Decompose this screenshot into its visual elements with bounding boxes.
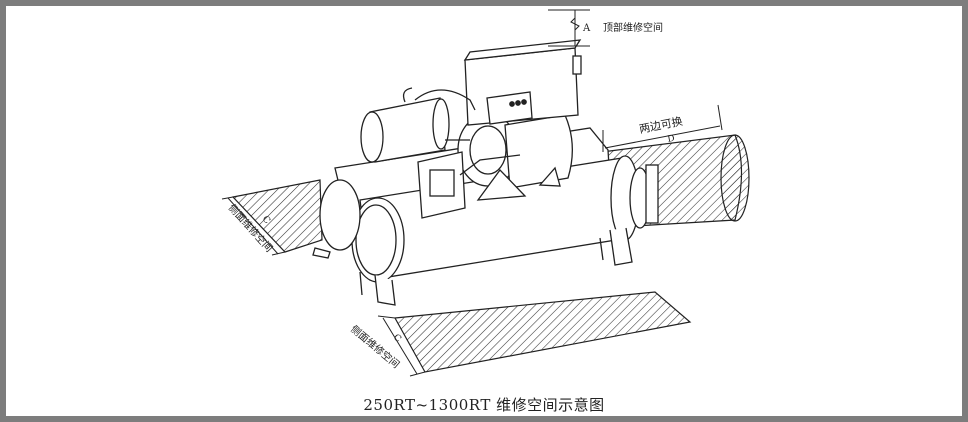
left-side-dimension bbox=[221, 196, 286, 256]
front-side-clearance-zone bbox=[394, 291, 692, 373]
front-side-marker: C bbox=[391, 333, 403, 345]
tube-swap-dimension bbox=[602, 104, 723, 152]
top-space-label: 顶部维修空间 bbox=[603, 21, 663, 34]
figure-caption: 250RT~1300RT 维修空间示意图 bbox=[363, 396, 605, 414]
chiller-unit bbox=[312, 39, 659, 306]
top-marker: A bbox=[582, 23, 591, 34]
tube-swap-label: 两边可换 bbox=[638, 114, 684, 136]
front-side-space-label: 侧面维修空间 bbox=[348, 322, 402, 371]
top-clearance-dimension bbox=[548, 9, 590, 47]
tube-marker: D bbox=[667, 134, 676, 145]
left-side-clearance-zone bbox=[231, 179, 323, 253]
left-side-marker: C bbox=[260, 214, 272, 226]
front-side-dimension bbox=[377, 315, 426, 377]
